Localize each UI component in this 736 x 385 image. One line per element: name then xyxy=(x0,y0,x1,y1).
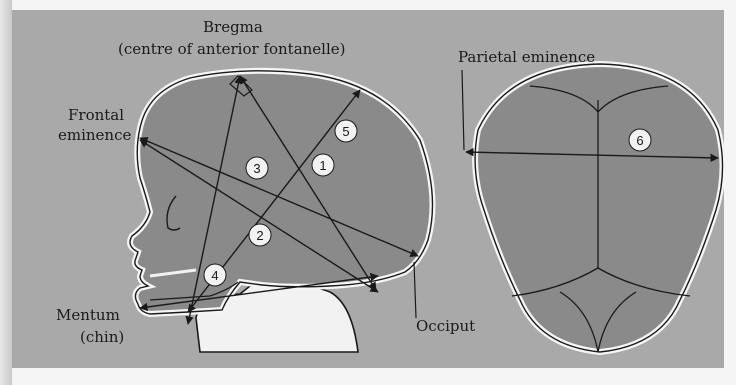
label-bregma: Bregma xyxy=(203,18,263,36)
label-bregma-sub: (centre of anterior fontanelle) xyxy=(118,40,346,58)
marker-2: 2 xyxy=(249,224,271,246)
label-occiput: Occiput xyxy=(416,317,475,335)
svg-text:6: 6 xyxy=(636,133,643,148)
marker-5: 5 xyxy=(335,120,357,142)
svg-text:2: 2 xyxy=(256,228,263,243)
label-mentum-2: (chin) xyxy=(80,328,124,346)
svg-text:5: 5 xyxy=(342,124,349,139)
parietal-pointer xyxy=(462,70,464,150)
label-parietal: Parietal eminence xyxy=(458,48,595,66)
label-frontal-2: eminence xyxy=(58,126,131,144)
occiput-pointer xyxy=(414,262,416,318)
marker-3: 3 xyxy=(246,157,268,179)
svg-text:1: 1 xyxy=(319,158,326,173)
skull-top-outline xyxy=(475,64,722,352)
label-mentum-1: Mentum xyxy=(56,306,120,324)
svg-text:3: 3 xyxy=(253,161,260,176)
marker-6: 6 xyxy=(629,129,651,151)
label-frontal-1: Frontal xyxy=(68,106,124,124)
svg-text:4: 4 xyxy=(211,268,218,283)
marker-1: 1 xyxy=(312,154,334,176)
marker-4: 4 xyxy=(204,264,226,286)
